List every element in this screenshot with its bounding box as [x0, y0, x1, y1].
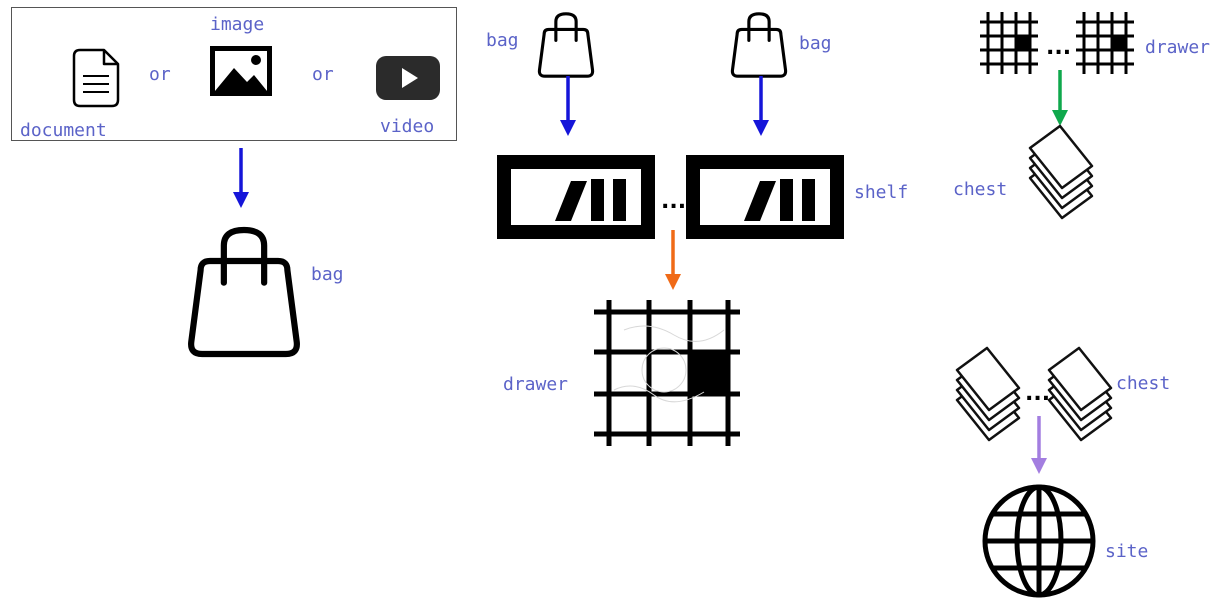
- shopping-bag-icon: [730, 12, 788, 78]
- grid-drawer-icon: [978, 10, 1040, 76]
- label-bag-right: bag: [799, 33, 832, 54]
- shelf-icon: [686, 155, 844, 239]
- label-video: video: [380, 116, 434, 137]
- stacked-layers-icon: [1047, 346, 1113, 442]
- image-icon: [210, 46, 272, 96]
- shopping-bag-icon: [537, 12, 595, 78]
- grid-drawer-icon: [594, 300, 740, 446]
- label-chest-bottom: chest: [1116, 373, 1170, 394]
- document-icon: [72, 48, 120, 108]
- label-drawer-main: drawer: [503, 374, 568, 395]
- shopping-bag-icon: [191, 230, 297, 354]
- ellipsis-drawer: ...: [1046, 35, 1071, 60]
- label-or-1: or: [149, 64, 171, 85]
- label-bag-main: bag: [311, 264, 344, 285]
- label-image: image: [210, 14, 264, 35]
- ellipsis-shelf: ...: [661, 189, 686, 214]
- label-bag-left: bag: [486, 30, 519, 51]
- label-drawer-top: drawer: [1145, 37, 1210, 58]
- ellipsis-chest: ...: [1025, 381, 1050, 406]
- label-document: document: [20, 120, 107, 141]
- globe-icon: [982, 484, 1096, 598]
- stacked-layers-icon: [1028, 124, 1094, 220]
- video-play-icon: [376, 56, 440, 100]
- grid-drawer-icon: [1074, 10, 1136, 76]
- label-site: site: [1105, 541, 1148, 562]
- shelf-icon: [497, 155, 655, 239]
- label-or-2: or: [312, 64, 334, 85]
- label-shelf: shelf: [854, 182, 908, 203]
- stacked-layers-icon: [955, 346, 1021, 442]
- label-chest-top: chest: [953, 179, 1007, 200]
